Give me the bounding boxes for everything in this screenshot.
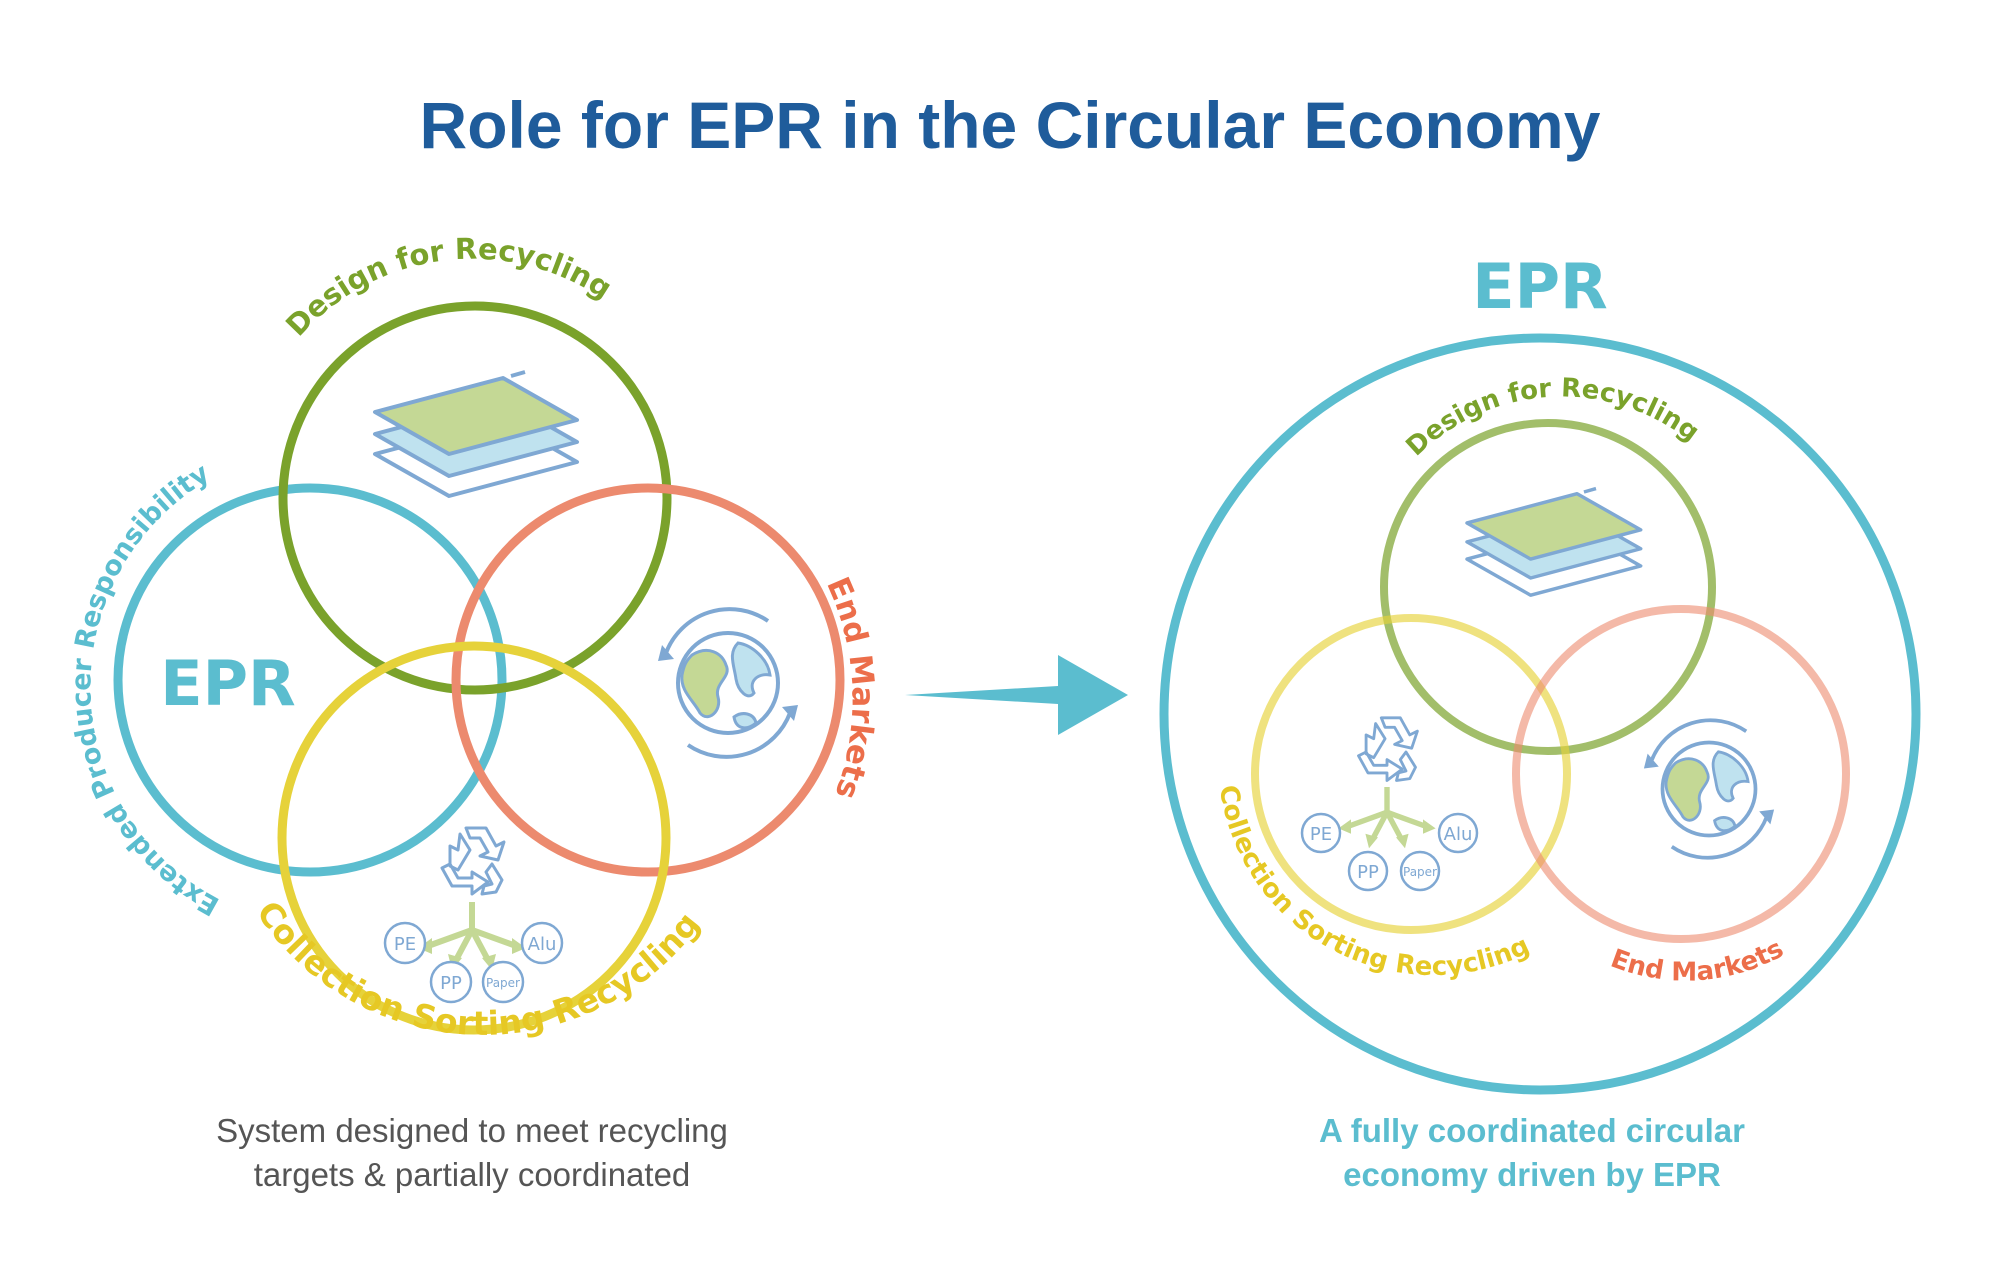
right-collection-circle xyxy=(1251,614,1571,934)
material-pe: PE xyxy=(1310,824,1332,845)
page-title: Role for EPR in the Circular Economy xyxy=(420,88,1601,162)
left-caption-line2: targets & partially coordinated xyxy=(254,1156,691,1193)
layers-icon xyxy=(373,370,579,498)
right-design-arc-label: Design for Recycling xyxy=(1401,373,1705,462)
left-collection-circle xyxy=(277,641,671,1035)
globe-recycle-icon xyxy=(1642,718,1776,860)
right-material-badges: PE Alu PP Paper xyxy=(1300,812,1479,892)
right-markets-circle xyxy=(1512,605,1850,943)
globe-recycle-icon xyxy=(656,607,800,759)
right-caption-line1: A fully coordinated circular xyxy=(1319,1112,1745,1149)
recycle-icon xyxy=(1357,716,1419,782)
sort-arrows-icon xyxy=(418,902,526,970)
left-epr-label: EPR xyxy=(160,647,296,720)
left-caption-line1: System designed to meet recycling xyxy=(216,1112,728,1149)
left-markets-circle xyxy=(451,483,845,877)
right-nested-diagram: EPR Design for Recycling Collection Sort… xyxy=(1159,250,1921,1193)
left-design-circle xyxy=(278,301,672,695)
right-design-circle xyxy=(1380,419,1716,755)
recycle-icon xyxy=(440,826,506,896)
left-markets-arc-label: End Markets xyxy=(819,572,880,804)
material-pe: PE xyxy=(394,934,416,955)
arrow-right-icon xyxy=(905,655,1128,735)
left-venn-diagram: EPR Design for Recycling Extended Produc… xyxy=(66,232,880,1193)
left-material-badges: PE Alu PP Paper xyxy=(383,921,564,1004)
material-pp: PP xyxy=(440,973,462,994)
left-epr-circle xyxy=(113,483,507,877)
right-caption-line2: economy driven by EPR xyxy=(1343,1156,1721,1193)
layers-icon xyxy=(1465,486,1643,597)
material-alu: Alu xyxy=(528,934,557,955)
material-alu: Alu xyxy=(1444,824,1473,845)
right-epr-heading: EPR xyxy=(1472,250,1608,323)
material-paper: Paper xyxy=(486,976,520,990)
sort-arrows-icon xyxy=(1338,787,1435,848)
right-epr-outer-circle xyxy=(1159,333,1921,1095)
left-collection-arc-label: Collection Sorting Recycling xyxy=(249,894,707,1043)
material-paper: Paper xyxy=(1403,865,1437,879)
material-pp: PP xyxy=(1357,862,1379,883)
